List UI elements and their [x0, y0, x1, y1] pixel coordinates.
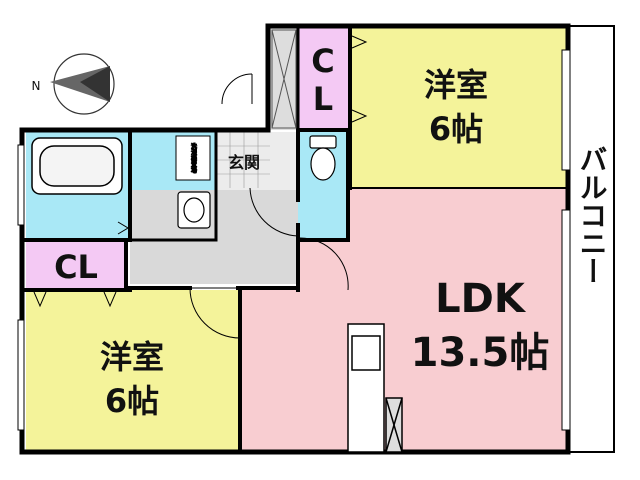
closet-top-label-line2: L — [313, 80, 333, 118]
balcony-fill — [568, 28, 614, 450]
closet-top-label-line1: C — [311, 42, 334, 80]
closet-left-fill — [26, 240, 126, 290]
ldk-fill — [240, 188, 568, 450]
western-room-bottom-size: 6帖 — [105, 382, 159, 420]
compass: N — [32, 53, 115, 115]
western-room-bottom-fill — [26, 290, 240, 450]
bathtub — [31, 137, 123, 195]
ldk-size: 13.5帖 — [411, 330, 550, 376]
windows — [17, 49, 571, 431]
storage-strip — [270, 28, 296, 130]
compass-north-label: N — [32, 79, 41, 93]
closet-left-label: CL — [54, 248, 98, 286]
closet-top-doors — [351, 35, 368, 123]
entrance-fill — [216, 132, 298, 190]
kitchen-counter — [347, 323, 385, 453]
entrance-tiles — [216, 132, 270, 188]
western-room-top-fill — [350, 28, 568, 188]
kitchen-storage — [385, 397, 403, 453]
western-room-bottom-name: 洋室 — [100, 338, 164, 376]
washer-pan-label: 洗濯機置場 — [190, 142, 197, 174]
washer-pan: 洗濯機置場 — [175, 135, 211, 181]
balcony-label: バルコニー — [576, 145, 609, 285]
closet-left-doors — [33, 291, 117, 308]
western-room-top-name: 洋室 — [424, 66, 488, 104]
entrance-label: 玄関 — [228, 153, 260, 172]
hall-fill — [130, 190, 298, 284]
storage-hatch — [271, 29, 297, 129]
washbasin — [177, 191, 211, 229]
western-room-top-size: 6帖 — [429, 110, 483, 148]
door-swings — [117, 73, 349, 339]
toilet — [309, 135, 337, 181]
ldk-name: LDK — [435, 276, 527, 322]
closet-top-fill — [296, 28, 350, 130]
